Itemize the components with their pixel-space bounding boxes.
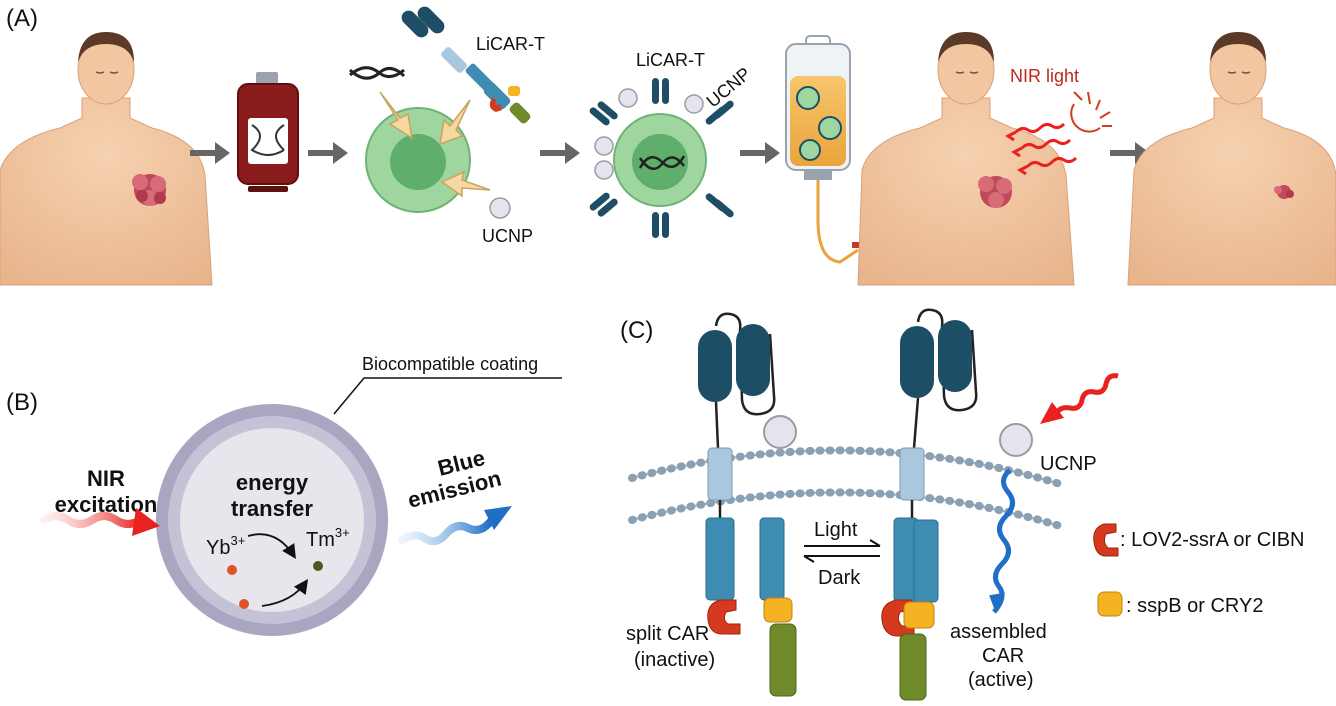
- tumor-small-icon: [1274, 185, 1294, 199]
- blue-arrowhead-c: [989, 592, 1006, 613]
- patient-with-tumor: [0, 32, 213, 286]
- blue-emission-wave: [398, 518, 494, 546]
- ucnp-label-1: UCNP: [482, 226, 533, 246]
- dark-label: Dark: [818, 567, 861, 589]
- light-source-icon: [1070, 91, 1112, 133]
- legend-red-label: : LOV2-ssrA or CIBN: [1120, 529, 1305, 551]
- nir-wave-arrows: [1005, 122, 1078, 176]
- split-car-inactive: [698, 312, 797, 697]
- ucnp-particle-c1: [763, 415, 797, 449]
- ucnp-label-c: UCNP: [1040, 453, 1097, 475]
- cell-membrane: [628, 446, 1064, 530]
- panel-a-label: (A): [6, 5, 38, 32]
- flow-arrow-3: [540, 142, 580, 164]
- ucnp-particle-c2: [999, 423, 1033, 457]
- energy-line2: transfer: [231, 496, 313, 521]
- assembled-car-line1: assembled: [950, 621, 1047, 643]
- yb-ion-label: Yb3+: [206, 533, 245, 559]
- energy-transfer-arrow-1: [247, 533, 296, 560]
- infusion-bag-icon: [785, 35, 864, 264]
- flow-arrow-4: [740, 142, 780, 164]
- nir-wave-c: [1053, 373, 1119, 416]
- split-car-line1: split CAR: [626, 623, 709, 645]
- forward-arrow: [869, 539, 881, 547]
- flow-arrow-1: [190, 142, 230, 164]
- blood-bag-icon: [237, 72, 299, 192]
- flow-arrow-2: [308, 142, 348, 164]
- tumor-medium-icon: [978, 176, 1012, 208]
- licar-t-label-2: LiCAR-T: [636, 50, 705, 70]
- yb-ion-dot-2: [239, 599, 249, 609]
- licar-t-construct-icon: [401, 6, 531, 124]
- energy-transfer-arrow-2: [261, 579, 309, 607]
- tm-ion-label: Tm3+: [306, 525, 350, 551]
- licar-t-cell: [589, 78, 734, 238]
- yb-ion-dot-1: [227, 565, 237, 575]
- assembled-car-active: [881, 308, 978, 701]
- light-label: Light: [814, 519, 858, 541]
- dna-helix-icon: [348, 66, 406, 80]
- tm-ion-dot: [313, 561, 323, 571]
- panel-b-label: (B): [6, 389, 38, 416]
- patient-treatment: [857, 32, 1075, 286]
- panel-c-label: (C): [620, 317, 653, 344]
- legend-red-icon: [1093, 523, 1119, 557]
- nir-arrowhead: [132, 508, 160, 536]
- split-car-line2: (inactive): [634, 649, 715, 671]
- reverse-arrow: [803, 555, 815, 563]
- nir-light-label: NIR light: [1010, 66, 1079, 86]
- assembled-car-line2: CAR: [982, 645, 1024, 667]
- assembled-car-line3: (active): [968, 669, 1034, 691]
- nir-excitation-wave: [40, 512, 144, 528]
- licar-t-label-1: LiCAR-T: [476, 34, 545, 54]
- nir-arrowhead-c: [1040, 402, 1064, 424]
- coating-pointer-line: [333, 377, 562, 415]
- energy-line1: energy: [236, 470, 309, 495]
- blue-emission-wave-c: [992, 468, 1015, 614]
- t-cell-transduction: [365, 91, 491, 213]
- nir-excitation-line1: NIR: [87, 466, 125, 491]
- ucnp-particle-icon: [489, 197, 511, 219]
- blue-arrowhead: [484, 506, 512, 530]
- legend-yellow-label: : sspB or CRY2: [1126, 595, 1263, 617]
- legend-yellow-icon: [1097, 591, 1123, 617]
- legend: : LOV2-ssrA or CIBN : sspB or CRY2: [1093, 523, 1305, 617]
- coating-label: Biocompatible coating: [362, 354, 538, 374]
- patient-recovered: [1127, 32, 1336, 286]
- tumor-large-icon: [132, 174, 166, 206]
